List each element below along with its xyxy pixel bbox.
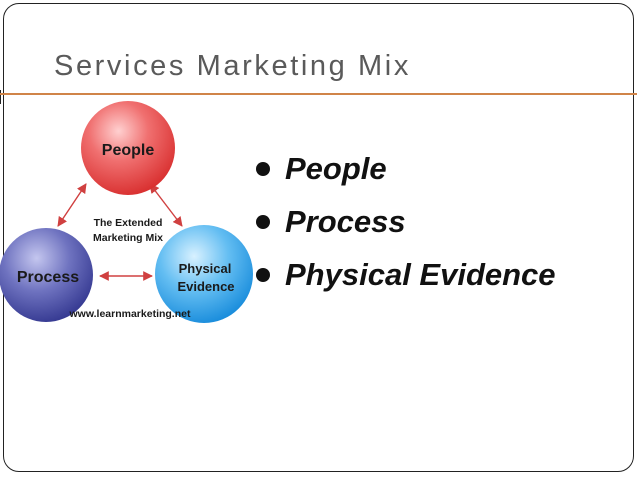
bullet-dot-icon xyxy=(256,161,270,176)
center-caption-line1: The Extended xyxy=(94,217,163,229)
bullet-dot-icon xyxy=(256,214,270,229)
title-divider xyxy=(0,93,637,95)
physical-evidence-circle xyxy=(155,225,253,323)
extended-marketing-mix-diagram: People Process Physical Evidence The Ext… xyxy=(0,101,253,323)
slide-frame xyxy=(3,3,634,472)
bullet-item: Physical Evidence xyxy=(256,248,556,301)
frame-edge-mark xyxy=(0,90,7,104)
people-label: People xyxy=(102,142,155,159)
arrow-people-physical xyxy=(149,183,183,227)
website-caption: www.learnmarketing.net xyxy=(69,308,191,320)
physical-label-line2: Evidence xyxy=(177,279,234,294)
bullet-item: Process xyxy=(256,195,556,248)
people-circle xyxy=(81,101,175,195)
bullet-text: Process xyxy=(285,203,406,239)
process-label: Process xyxy=(17,269,79,286)
center-caption-line2: Marketing Mix xyxy=(93,232,163,244)
bullet-item: People xyxy=(256,142,556,195)
bullet-dot-icon xyxy=(256,267,270,282)
bullet-text: People xyxy=(285,150,387,186)
arrow-people-process xyxy=(57,183,87,227)
bullet-list: People Process Physical Evidence xyxy=(256,142,556,301)
slide-title: Services Marketing Mix xyxy=(54,50,411,82)
process-circle xyxy=(0,228,93,322)
bullet-text: Physical Evidence xyxy=(285,256,556,292)
physical-label-line1: Physical xyxy=(179,261,232,276)
